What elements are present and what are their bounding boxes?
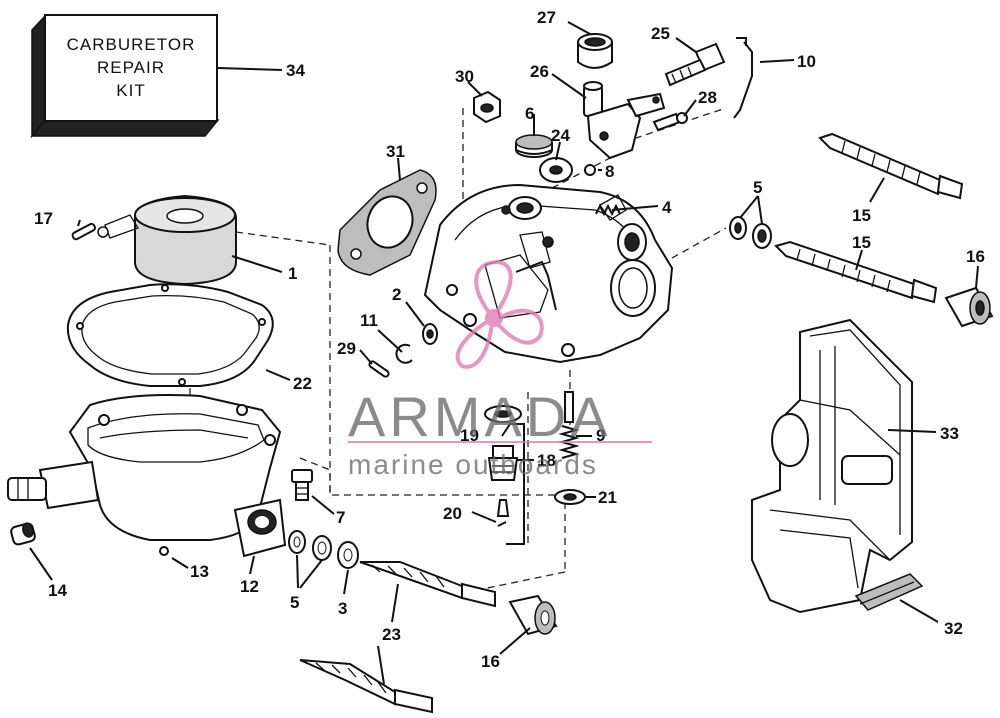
washers-5-right	[729, 216, 772, 249]
screw-25	[664, 42, 726, 87]
needle-valve-15-lower	[774, 240, 938, 304]
callout-15-lower: 15	[852, 233, 871, 252]
callout-27: 27	[537, 8, 556, 27]
pin-17	[71, 222, 96, 241]
foam-strip-32	[854, 573, 924, 611]
callout-1: 1	[288, 264, 297, 283]
callout-23: 23	[382, 625, 401, 644]
callout-16-lower: 16	[481, 652, 500, 671]
nut-30	[473, 90, 501, 124]
callout-7: 7	[336, 508, 345, 527]
propeller-logo-icon	[455, 259, 544, 369]
armada-watermark: ARMADA marine outboards	[348, 259, 652, 480]
watermark-tagline: marine outboards	[348, 449, 598, 480]
ball-8	[584, 164, 596, 176]
leader-lines	[29, 21, 979, 685]
callout-30: 30	[455, 67, 474, 86]
callout-29: 29	[337, 339, 356, 358]
float-bowl	[7, 394, 287, 558]
callout-13: 13	[190, 562, 209, 581]
callout-24: 24	[551, 126, 570, 145]
callout-10: 10	[797, 52, 816, 71]
needle-20	[496, 499, 510, 527]
seat-18	[487, 445, 519, 481]
callout-15-upper: 15	[852, 206, 871, 225]
ball-13	[159, 546, 169, 556]
callout-9: 9	[596, 426, 605, 445]
callout-14: 14	[48, 581, 67, 600]
washer-21	[554, 489, 586, 505]
needle-valve-15-upper	[818, 132, 964, 200]
callout-5-right: 5	[753, 178, 762, 197]
callout-3: 3	[338, 599, 347, 618]
flange-gasket	[337, 169, 437, 276]
needle-valve-upper	[359, 561, 496, 608]
callout-21: 21	[598, 488, 617, 507]
clip-11	[395, 343, 413, 364]
callout-5-left: 5	[290, 593, 299, 612]
callout-32: 32	[944, 619, 963, 638]
washer-2	[422, 323, 438, 345]
callout-11: 11	[360, 311, 378, 330]
watermark-brand: ARMADA	[348, 385, 612, 448]
callout-4: 4	[662, 198, 672, 217]
washer-24	[539, 157, 573, 183]
kit-label-line-2: REPAIR	[97, 58, 165, 77]
linkage-26	[583, 81, 666, 160]
float-bowl-gasket	[66, 283, 274, 387]
callout-12: 12	[240, 577, 259, 596]
washer-19	[484, 405, 522, 423]
kit-label-line-1: CARBURETOR	[67, 35, 196, 54]
callout-26: 26	[530, 62, 549, 81]
callout-25: 25	[651, 24, 670, 43]
callout-34: 34	[286, 61, 305, 80]
kit-label-line-3: KIT	[116, 81, 145, 100]
callout-31: 31	[386, 142, 405, 161]
screw-28	[652, 112, 688, 132]
callout-19: 19	[460, 426, 479, 445]
callout-28: 28	[698, 88, 717, 107]
plug-14	[10, 522, 36, 546]
packing-nut-16-upper	[944, 286, 994, 328]
callout-22: 22	[293, 374, 312, 393]
cap-6	[515, 134, 553, 158]
foam-air-filter	[97, 194, 237, 286]
washers-5-3	[288, 530, 359, 569]
spring-4	[595, 203, 621, 217]
screw-7	[291, 469, 313, 501]
callout-33: 33	[940, 424, 959, 443]
callout-17: 17	[34, 209, 53, 228]
callout-6: 6	[525, 104, 534, 123]
callout-2: 2	[392, 285, 401, 304]
callout-8: 8	[605, 162, 614, 181]
link-rod-10	[733, 37, 753, 119]
repair-kit-box: CARBURETOR REPAIR KIT	[30, 14, 283, 139]
callout-labels: 27 25 10 26 28 30 6 24 8 31 4 5 15 17 1 …	[34, 8, 985, 671]
packing-nut-16-lower	[508, 594, 558, 636]
callout-18: 18	[537, 451, 556, 470]
carburetor-body	[423, 183, 674, 364]
cup-27	[577, 33, 613, 69]
intake-silencer	[751, 318, 937, 614]
callout-20: 20	[443, 504, 462, 523]
needle-valve-lower	[299, 659, 433, 714]
callout-16-upper: 16	[966, 247, 985, 266]
